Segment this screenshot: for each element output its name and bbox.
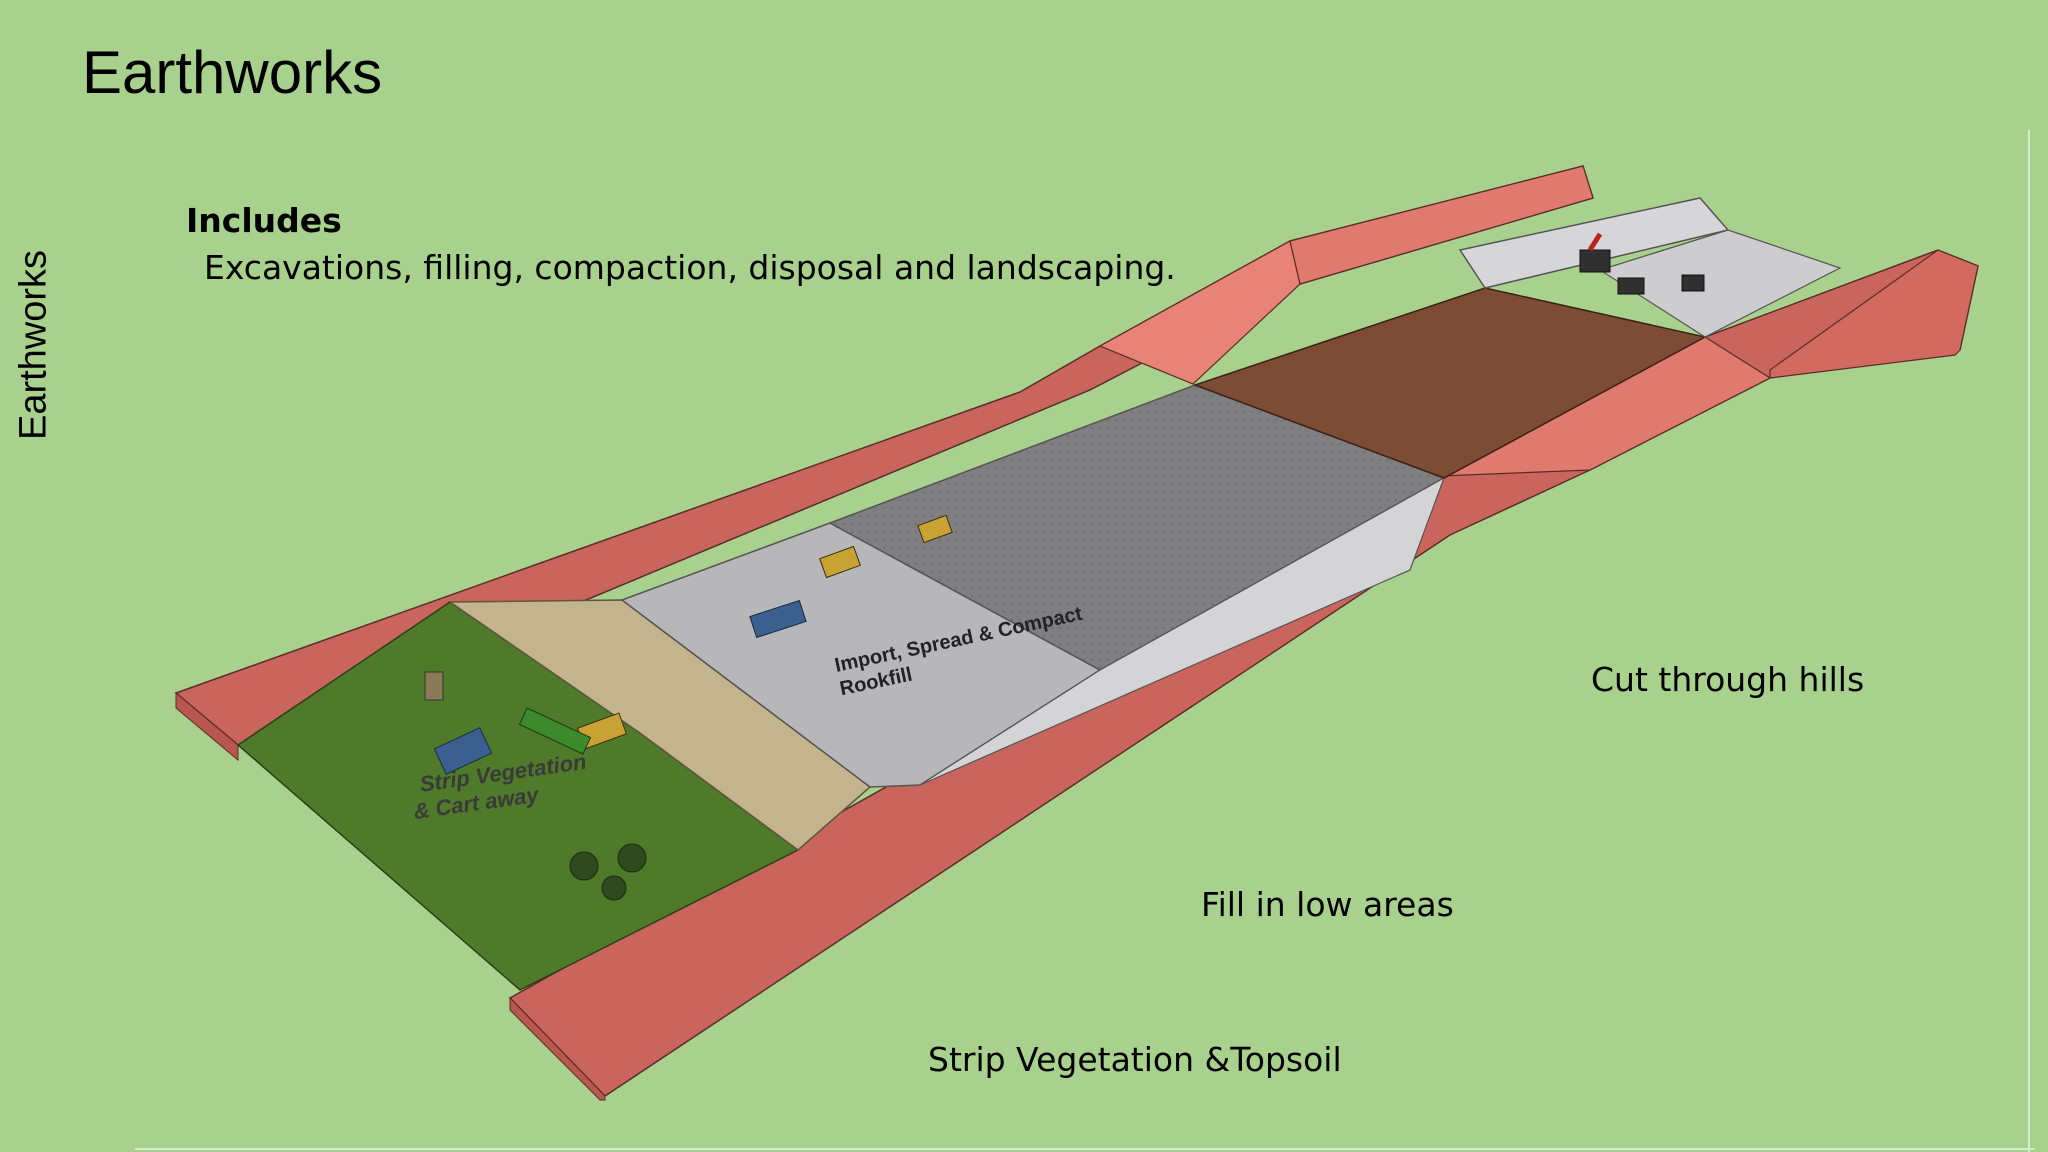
slide-bottom-line [135, 1148, 2035, 1150]
right-hill-face [1769, 249, 1979, 379]
side-title: Earthworks [12, 249, 55, 441]
slide-title: Earthworks [82, 39, 383, 106]
topsoil-area [447, 599, 872, 851]
fill-side-face [919, 476, 1446, 786]
caption-fill: Fill in low areas [1201, 885, 1454, 924]
caption-strip: Strip Vegetation &Topsoil [928, 1040, 1342, 1079]
slide-edge-line [2028, 130, 2030, 1152]
roller-icon [424, 671, 592, 755]
upper-platform-right [1598, 229, 1842, 338]
truck-icon [433, 599, 807, 775]
right-embankment-face [509, 996, 606, 1101]
left-hill-top [1289, 165, 1594, 285]
excavator-icon [1579, 232, 1705, 295]
includes-text: Excavations, filling, compaction, dispos… [204, 248, 1176, 287]
includes-heading: Includes [186, 201, 342, 240]
left-embankment-face [175, 691, 239, 762]
caption-cut: Cut through hills [1591, 660, 1865, 699]
tree-icon [569, 843, 647, 901]
